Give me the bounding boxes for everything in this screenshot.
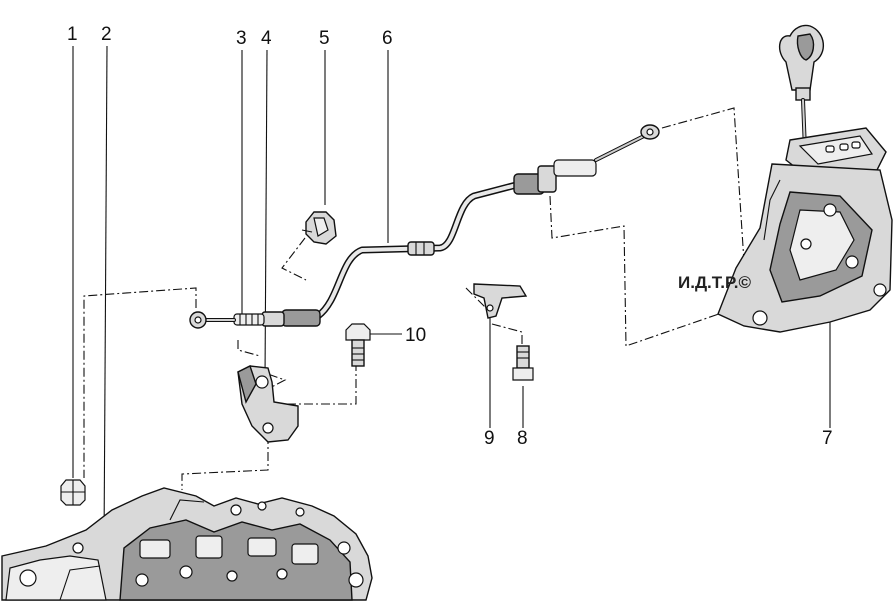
callout-6: 6 [382, 28, 393, 49]
callout-8: 8 [517, 428, 528, 449]
assembly-lines [83, 107, 745, 490]
selector-cable [189, 124, 660, 329]
support-bracket [473, 283, 528, 319]
callout-10: 10 [405, 325, 426, 346]
watermark: И.Д.Т.Р.© [678, 273, 751, 292]
callout-3: 3 [236, 28, 247, 49]
callout-7: 7 [822, 428, 833, 449]
callout-9: 9 [484, 428, 495, 449]
gearbox-housing [1, 487, 373, 601]
bracket-bolt [512, 345, 534, 381]
callout-2: 2 [101, 24, 112, 45]
cable-clip [301, 211, 337, 245]
callout-5: 5 [319, 28, 330, 49]
callout-1: 1 [67, 24, 78, 45]
callout-4: 4 [261, 28, 272, 49]
nut [60, 479, 86, 506]
bolt [345, 323, 371, 367]
gear-selector-lever [717, 24, 893, 333]
leader-lines [72, 45, 831, 547]
cable-bracket [237, 365, 299, 443]
